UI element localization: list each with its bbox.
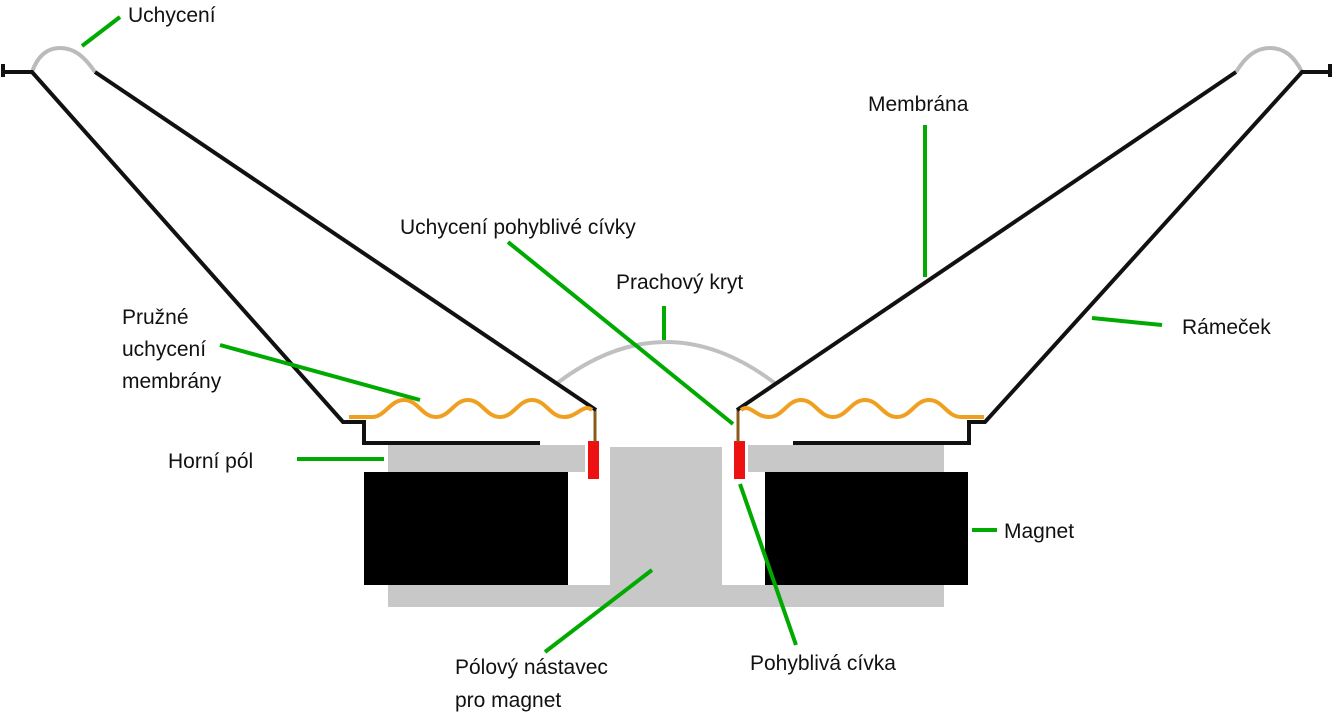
label-voice-coil-former: Uchycení pohyblivé cívky [400, 216, 636, 239]
leader-spider [219, 343, 421, 402]
leader-lines [80, 15, 1163, 654]
surround-right [1234, 45, 1316, 74]
top-plate-right [748, 445, 944, 472]
label-top-plate: Horní pól [168, 450, 253, 473]
spider-left [349, 397, 594, 420]
label-pole-piece-line2: pro magnet [455, 689, 561, 712]
label-magnet: Magnet [1004, 520, 1074, 543]
label-pole-piece-line1: Pólový nástavec [455, 656, 608, 679]
leader-surround [80, 15, 122, 48]
label-cone: Membrána [868, 93, 969, 116]
magnet-right [765, 472, 968, 585]
voice-coil-left [588, 441, 599, 479]
label-spider-line3: membrány [122, 370, 222, 393]
leader-voice-coil-former [506, 240, 735, 426]
magnet-left [364, 472, 568, 585]
label-voice-coil: Pohyblivá cívka [750, 652, 896, 675]
basket-left [1, 64, 540, 445]
voice-coil-right [734, 441, 745, 479]
top-plate-left [388, 445, 585, 472]
label-spider-line2: uchycení [122, 338, 206, 361]
leader-voice-coil [738, 483, 798, 646]
cone-right [735, 70, 1238, 412]
label-dust-cap: Prachový kryt [616, 271, 743, 294]
leader-basket [1091, 316, 1163, 327]
label-basket: Rámeček [1182, 316, 1271, 339]
leader-pole-piece [543, 568, 654, 654]
spider-right [739, 397, 984, 420]
pole-piece [388, 447, 944, 607]
dust-cap [554, 340, 778, 386]
cone-left [93, 70, 598, 412]
label-surround: Uchycení [128, 4, 216, 27]
surround-left [18, 45, 97, 74]
label-spider-line1: Pružné [122, 306, 189, 329]
basket-right [793, 64, 1332, 445]
